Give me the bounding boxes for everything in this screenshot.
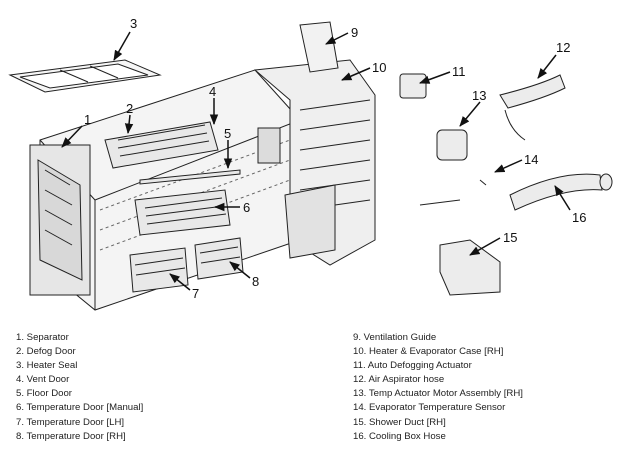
legend-item: 2. Defog Door — [16, 346, 76, 358]
legend-item: 8. Temperature Door [RH] — [16, 430, 126, 442]
right-side-components-drawing — [399, 73, 613, 296]
legend-item: 16. Cooling Box Hose — [353, 430, 446, 442]
callout-10: 10 — [372, 60, 386, 75]
legend-item: 5. Floor Door — [16, 388, 72, 400]
callout-14: 14 — [524, 152, 538, 167]
callout-13: 13 — [472, 88, 486, 103]
callout-5: 5 — [224, 126, 231, 141]
heater-evaporator-case-drawing — [253, 59, 376, 266]
callout-7: 7 — [192, 286, 199, 301]
ventilation-guide-drawing — [299, 21, 339, 73]
legend-item: 9. Ventilation Guide — [353, 332, 437, 343]
callout-15: 15 — [503, 230, 517, 245]
legend-item: 1. Separator — [16, 332, 69, 343]
legend-left-column: 1. Separator 2. Defog Door 3. Heater Sea… — [16, 331, 143, 444]
callout-11: 11 — [452, 64, 466, 79]
callout-16: 16 — [572, 210, 586, 225]
callout-leaders — [61, 31, 571, 291]
callout-3: 3 — [130, 16, 137, 31]
callout-labels: 1 2 3 4 5 6 7 8 9 10 11 12 13 14 15 16 — [84, 16, 586, 301]
callout-6: 6 — [243, 200, 250, 215]
legend-item: 4. Vent Door — [16, 374, 70, 386]
legend-item: 11. Auto Defogging Actuator — [353, 360, 472, 372]
exploded-parts-diagram: 1 2 3 4 5 6 7 8 9 10 11 12 13 14 15 16 — [8, 16, 613, 311]
callout-12: 12 — [556, 40, 570, 55]
callout-2: 2 — [126, 101, 133, 116]
callout-4: 4 — [209, 84, 216, 99]
legend-item: 10. Heater & Evaporator Case [RH] — [353, 346, 504, 358]
heater-seal-drawing — [8, 59, 162, 93]
callout-1: 1 — [84, 112, 91, 127]
legend-right-column: 9. Ventilation Guide 10. Heater & Evapor… — [353, 331, 523, 444]
callout-9: 9 — [351, 25, 358, 40]
legend-item: 3. Heater Seal — [16, 360, 78, 372]
legend-item: 7. Temperature Door [LH] — [16, 416, 125, 428]
legend-item: 14. Evaporator Temperature Sensor — [353, 402, 506, 414]
callout-8: 8 — [252, 274, 259, 289]
legend-item: 6. Temperature Door [Manual] — [16, 402, 144, 414]
legend-item: 13. Temp Actuator Motor Assembly [RH] — [353, 388, 523, 400]
legend-item: 12. Air Aspirator hose — [353, 374, 445, 386]
legend-item: 15. Shower Duct [RH] — [353, 416, 446, 428]
